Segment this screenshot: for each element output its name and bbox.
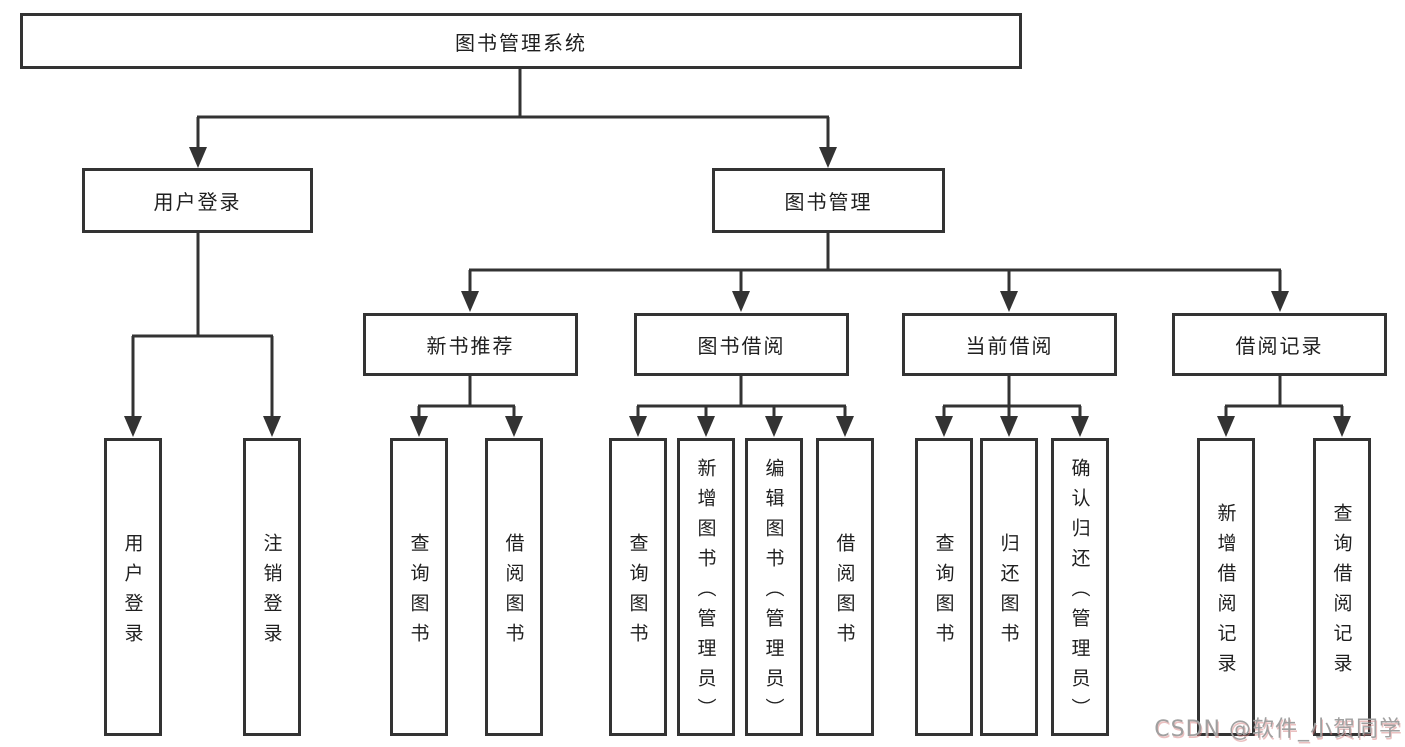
arrowhead xyxy=(263,416,281,437)
arrowhead xyxy=(1217,416,1235,437)
arrowhead xyxy=(732,291,750,312)
node-label: 图书管理系统 xyxy=(455,30,587,55)
arrowhead xyxy=(1000,416,1018,437)
arrowhead xyxy=(1271,291,1289,312)
node-borrowing-records: 借阅记录 xyxy=(1172,313,1387,376)
csdn-watermark: CSDN @软件_小贺同学 xyxy=(1154,717,1402,742)
leaf-borrow-books: 借阅图书 xyxy=(485,438,543,736)
node-user-login: 用户登录 xyxy=(82,168,313,233)
leaf-label: 新增借阅记录 xyxy=(1214,502,1237,683)
leaf-query-books: 查询图书 xyxy=(390,438,448,736)
arrowhead xyxy=(189,147,207,168)
arrowhead xyxy=(124,416,142,437)
arrowhead xyxy=(1000,291,1018,312)
node-new-book-recommendation: 新书推荐 xyxy=(363,313,578,376)
node-book-borrowing: 图书借阅 xyxy=(634,313,849,376)
leaf-label: 用户登录 xyxy=(121,532,144,653)
leaf-label: 查询图书 xyxy=(626,532,649,653)
leaf-label: 查询图书 xyxy=(932,532,955,653)
leaf-confirm-return-admin: 确认归还（管理员） xyxy=(1051,438,1109,736)
leaf-label: 查询图书 xyxy=(407,532,430,653)
node-label: 新书推荐 xyxy=(426,334,515,358)
arrowhead xyxy=(410,416,428,437)
leaf-return-books: 归还图书 xyxy=(980,438,1038,736)
leaf-borrow-books: 借阅图书 xyxy=(816,438,874,736)
leaf-label: 注销登录 xyxy=(260,532,283,653)
leaf-label: 确认归还（管理员） xyxy=(1068,457,1091,728)
arrowhead xyxy=(765,416,783,437)
leaf-edit-books-admin: 编辑图书（管理员） xyxy=(745,438,803,736)
node-label: 当前借阅 xyxy=(965,334,1054,358)
leaf-label: 借阅图书 xyxy=(502,532,525,653)
node-current-borrowing: 当前借阅 xyxy=(902,313,1117,376)
arrowhead xyxy=(505,416,523,437)
arrowhead xyxy=(697,416,715,437)
arrowhead xyxy=(1333,416,1351,437)
leaf-add-borrow-record: 新增借阅记录 xyxy=(1197,438,1255,736)
leaf-user-login: 用户登录 xyxy=(104,438,162,736)
leaf-label: 新增图书（管理员） xyxy=(694,457,717,728)
leaf-label: 查询借阅记录 xyxy=(1330,502,1353,683)
leaf-label: 借阅图书 xyxy=(833,532,856,653)
leaf-query-borrow-record: 查询借阅记录 xyxy=(1313,438,1371,736)
arrowhead xyxy=(836,416,854,437)
node-label: 用户登录 xyxy=(153,190,242,214)
node-label: 图书管理 xyxy=(784,190,873,214)
leaf-add-books-admin: 新增图书（管理员） xyxy=(677,438,735,736)
node-label: 图书借阅 xyxy=(697,334,786,358)
leaf-label: 归还图书 xyxy=(997,532,1020,653)
arrowhead xyxy=(629,416,647,437)
arrowhead xyxy=(1071,416,1089,437)
arrowhead xyxy=(935,416,953,437)
node-library-management-system: 图书管理系统 xyxy=(20,13,1022,69)
leaf-query-books: 查询图书 xyxy=(915,438,973,736)
arrowhead xyxy=(819,147,837,168)
arrowhead xyxy=(461,291,479,312)
node-label: 借阅记录 xyxy=(1235,334,1324,358)
leaf-label: 编辑图书（管理员） xyxy=(762,457,785,728)
leaf-logout: 注销登录 xyxy=(243,438,301,736)
leaf-query-books: 查询图书 xyxy=(609,438,667,736)
node-book-management: 图书管理 xyxy=(712,168,945,233)
